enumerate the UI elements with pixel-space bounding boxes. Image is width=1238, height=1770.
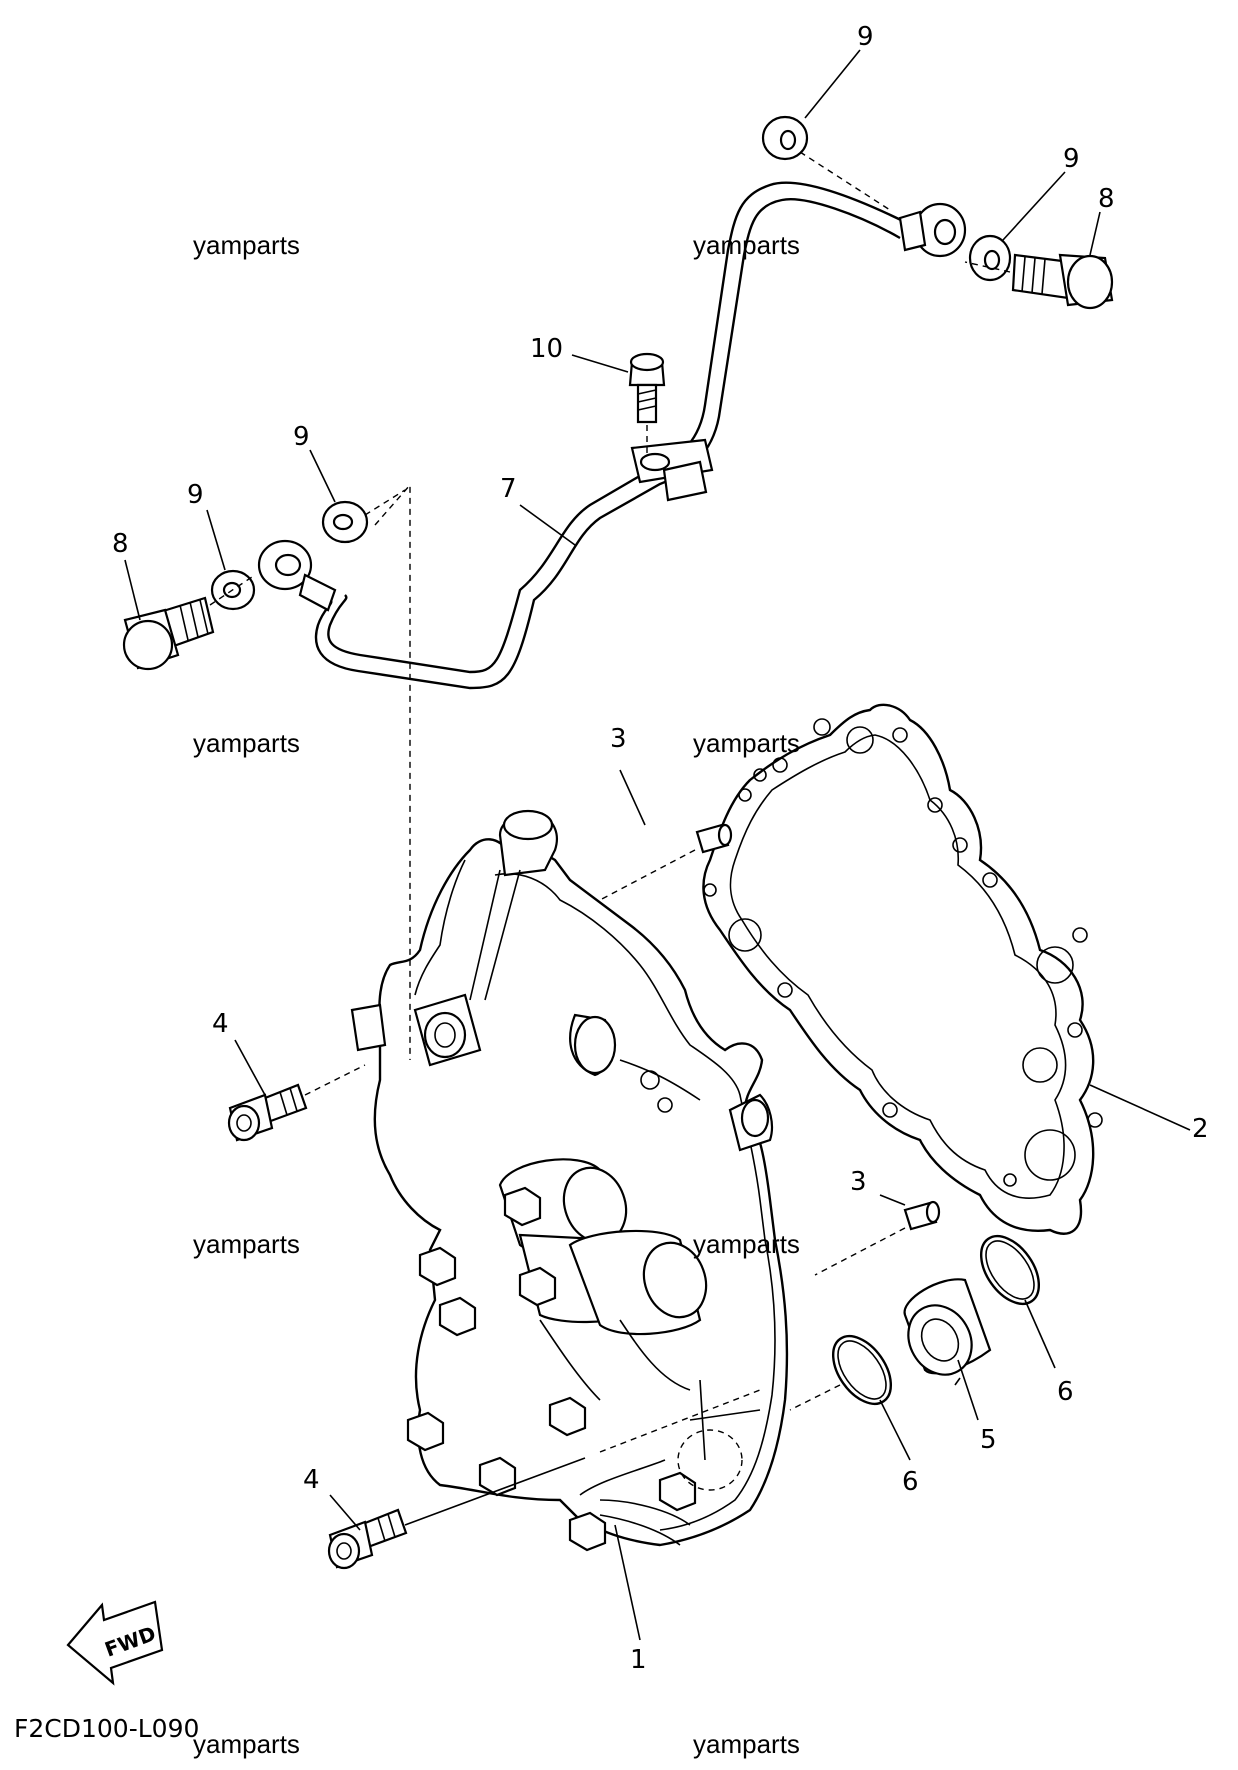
watermark: yamparts bbox=[693, 230, 800, 260]
crankcase-cover bbox=[350, 809, 789, 1552]
callout-bolt-lower: 4 bbox=[303, 1465, 320, 1495]
callout-numbers: 9 9 8 10 7 9 9 8 3 2 4 3 6 5 6 4 1 bbox=[112, 22, 1209, 1675]
callout-oil-pipe: 7 bbox=[500, 474, 517, 504]
o-ring-inner bbox=[789, 1334, 893, 1411]
bolt-lower bbox=[327, 1389, 761, 1570]
callout-pipe-bolt: 10 bbox=[530, 334, 563, 364]
callout-union-bolt-right: 8 bbox=[1098, 184, 1115, 214]
callout-washer-top: 9 bbox=[857, 22, 874, 52]
plug bbox=[903, 1278, 992, 1376]
callout-o-ring-outer: 6 bbox=[1057, 1377, 1074, 1407]
banjo-fitting-right bbox=[898, 202, 967, 258]
watermarks: yamparts yamparts yamparts yamparts yamp… bbox=[193, 230, 800, 1759]
pipe-bracket bbox=[630, 438, 714, 502]
callout-dowel-pin-lower: 3 bbox=[850, 1167, 867, 1197]
callout-plug: 5 bbox=[980, 1425, 997, 1455]
callout-crankcase-cover: 1 bbox=[630, 1645, 647, 1675]
watermark: yamparts bbox=[693, 1229, 800, 1259]
alignment-line bbox=[374, 483, 411, 1060]
watermark: yamparts bbox=[693, 728, 800, 758]
watermark: yamparts bbox=[693, 1729, 800, 1759]
callout-washer-right: 9 bbox=[1063, 144, 1080, 174]
dowel-pin-upper bbox=[599, 823, 733, 901]
cover-bolt-heads bbox=[406, 1186, 697, 1552]
drawing-code: F2CD100-L090 bbox=[14, 1714, 199, 1743]
leader-lines bbox=[124, 49, 1101, 1641]
dowel-pin-lower bbox=[814, 1200, 941, 1276]
washer-right bbox=[968, 234, 1012, 282]
callout-dowel-pin-upper: 3 bbox=[610, 724, 627, 754]
callout-union-bolt-left: 8 bbox=[112, 529, 129, 559]
forward-arrow-icon: FWD bbox=[66, 1600, 164, 1686]
callout-o-ring-inner: 6 bbox=[902, 1467, 919, 1497]
pipe-bolt bbox=[628, 352, 666, 455]
oil-pipe bbox=[314, 181, 906, 690]
bolt-upper bbox=[227, 1064, 366, 1142]
callout-gasket: 2 bbox=[1192, 1114, 1209, 1144]
watermark: yamparts bbox=[193, 728, 300, 758]
callout-washer-left-lower: 9 bbox=[187, 480, 204, 510]
watermark: yamparts bbox=[193, 1729, 300, 1759]
union-bolt-left bbox=[122, 574, 256, 671]
washer-left-upper bbox=[321, 489, 406, 544]
callout-washer-left-upper: 9 bbox=[293, 422, 310, 452]
banjo-fitting-left bbox=[257, 539, 337, 612]
gasket bbox=[702, 703, 1191, 1235]
washer-top bbox=[761, 115, 891, 211]
callout-bolt-upper: 4 bbox=[212, 1009, 229, 1039]
watermark: yamparts bbox=[193, 1229, 300, 1259]
union-bolt-right bbox=[964, 253, 1114, 310]
o-ring-outer bbox=[979, 1234, 1041, 1306]
watermark: yamparts bbox=[193, 230, 300, 260]
